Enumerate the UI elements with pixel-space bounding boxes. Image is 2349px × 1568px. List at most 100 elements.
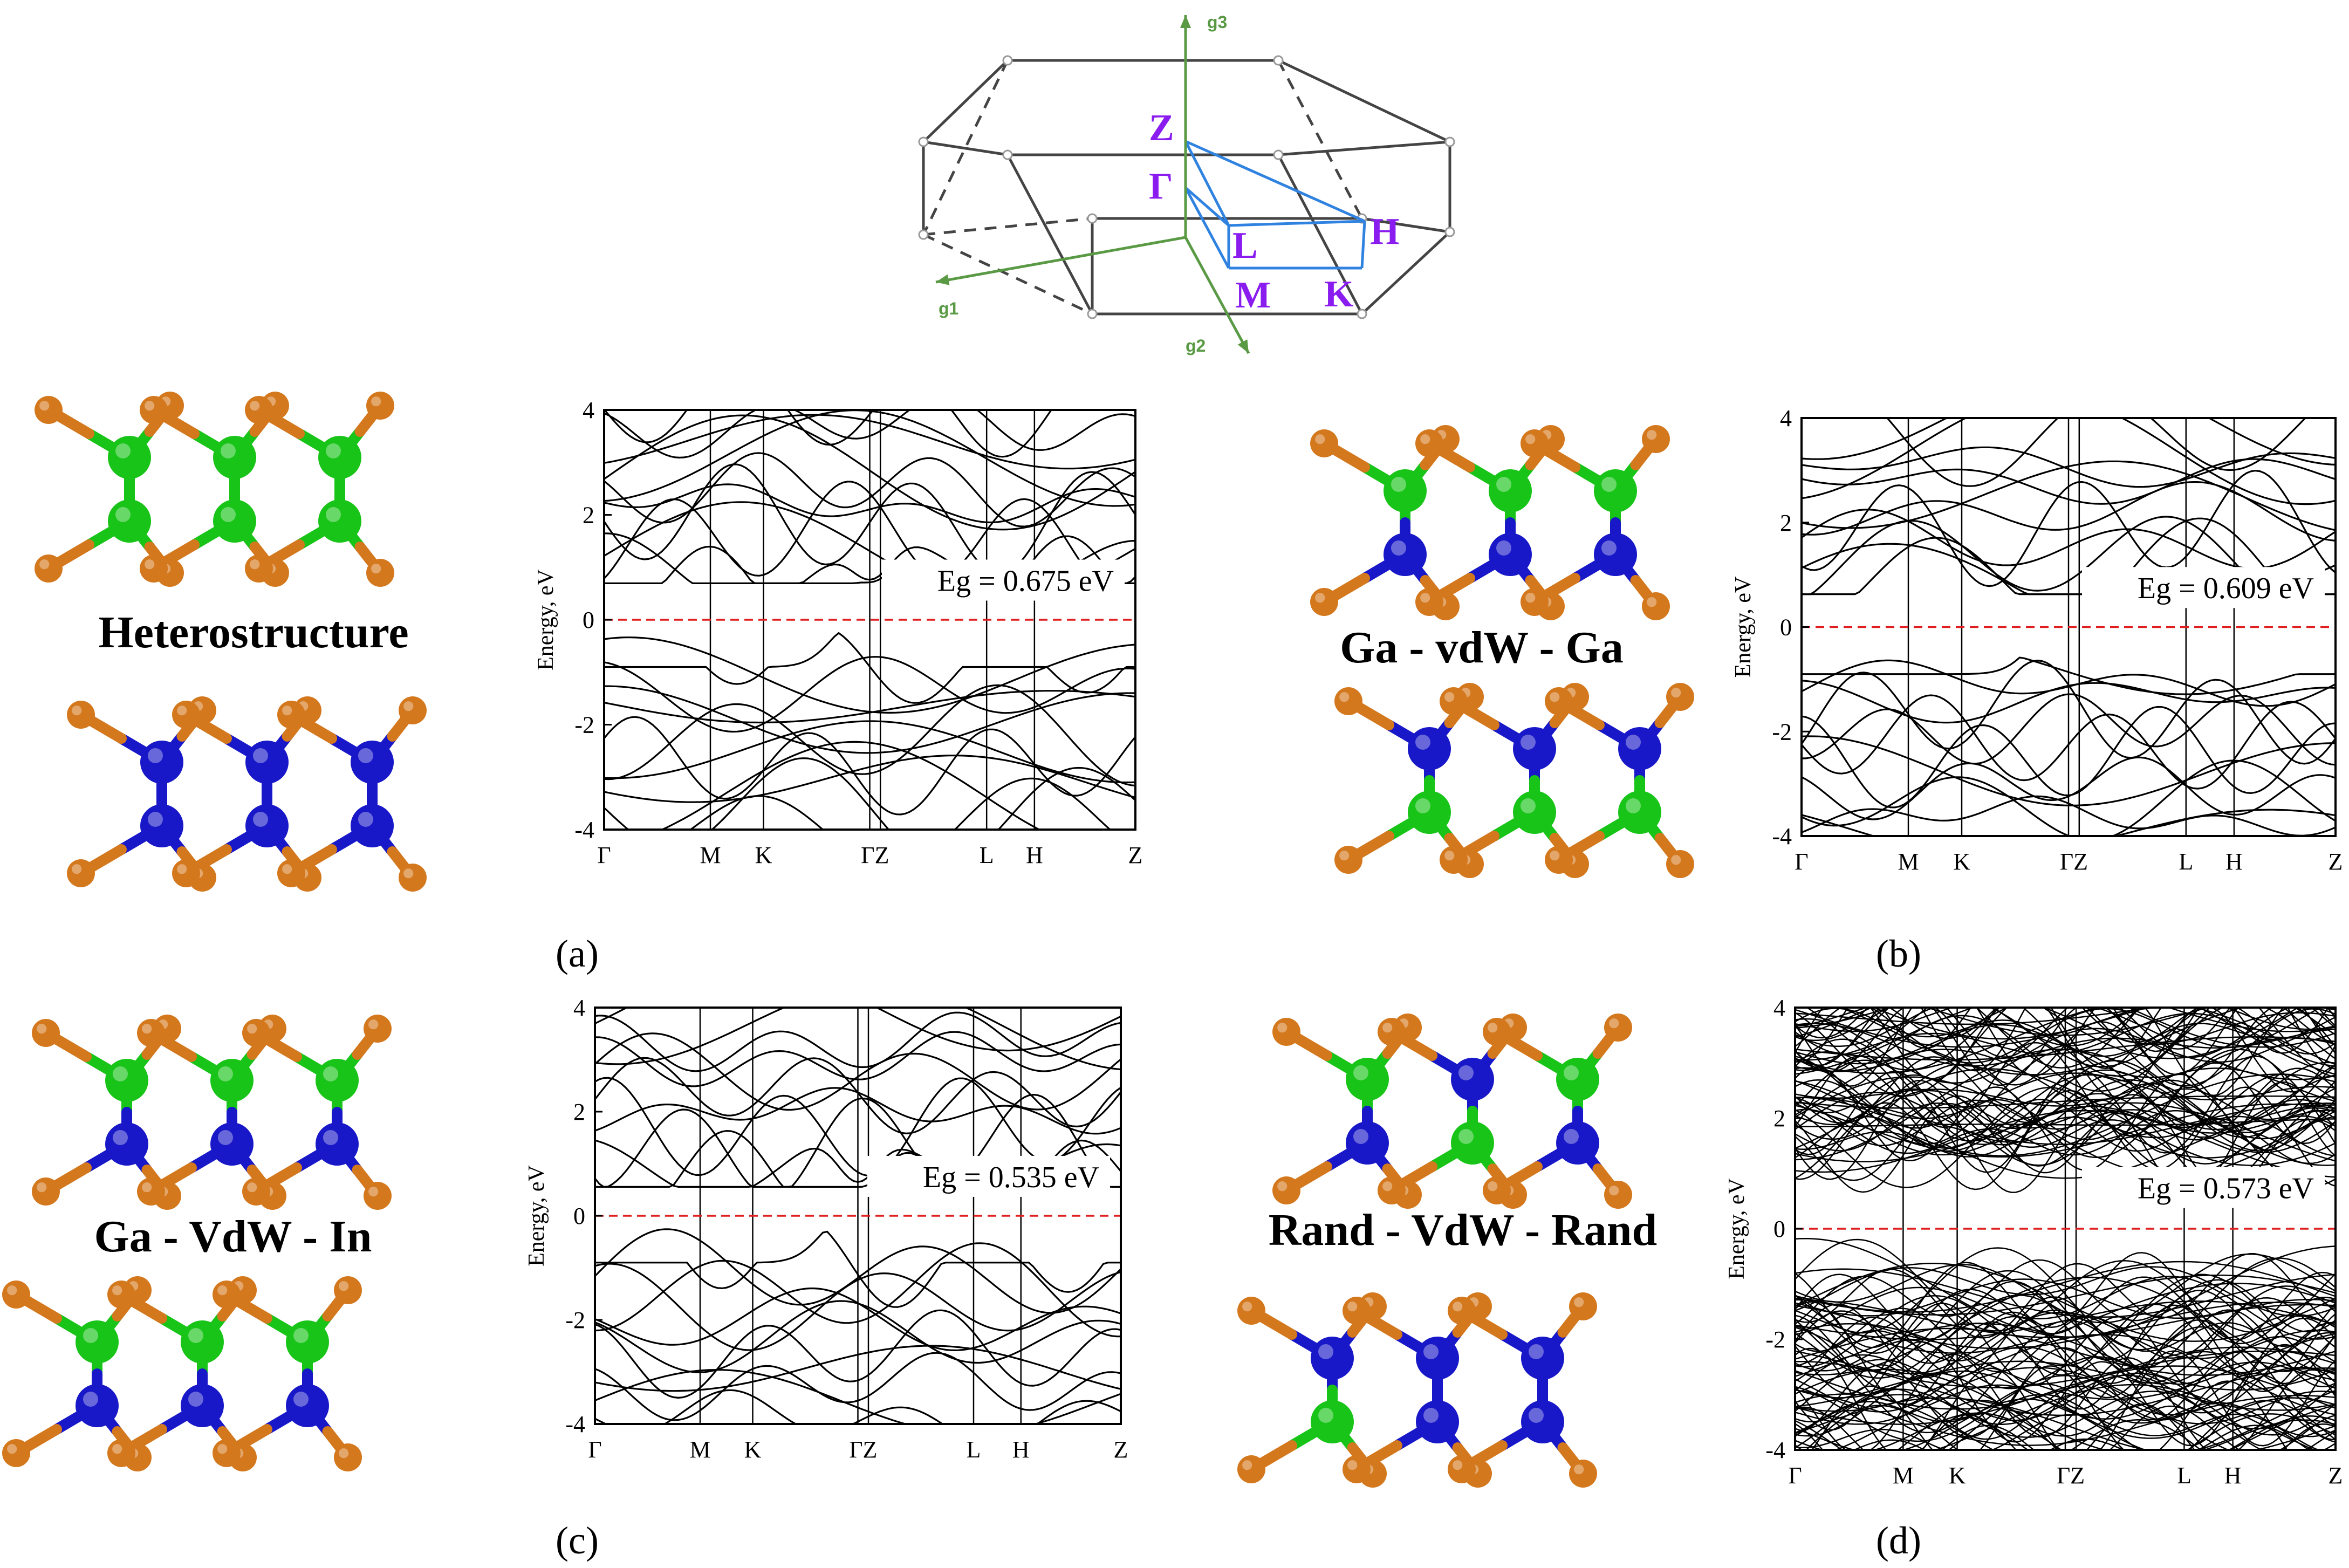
- chalcogen-atom-highlight: [142, 1024, 152, 1034]
- chalcogen-atom: [1378, 1176, 1406, 1204]
- annotation-bg: [2082, 567, 2325, 608]
- g3-axis-arrowhead: [1180, 15, 1191, 28]
- chalcogen-atom-highlight: [217, 1444, 228, 1454]
- chalcogen-atom-highlight: [39, 559, 50, 570]
- chalcogen-atom: [2, 1439, 30, 1467]
- chalcogen-atom: [1310, 429, 1338, 457]
- metal-atom: [108, 499, 151, 543]
- chalcogen-atom-highlight: [339, 1281, 349, 1291]
- metal-atom-highlight: [1529, 1344, 1544, 1359]
- metal-atom-highlight: [1496, 540, 1511, 556]
- chalcogen-atom-highlight: [1525, 593, 1536, 603]
- metal-atom-highlight: [358, 748, 373, 763]
- metal-atom-highlight: [1353, 1129, 1368, 1144]
- x-tick-label: ΓZ: [861, 842, 889, 868]
- chalcogen-atom-highlight: [1574, 1464, 1584, 1475]
- chalcogen-atom-highlight: [1382, 1181, 1393, 1192]
- chalcogen-atom-highlight: [247, 1182, 257, 1193]
- x-tick-label: ΓZ: [2060, 848, 2088, 875]
- y-tick-label: 0: [1773, 1216, 1785, 1242]
- x-tick-label: Γ: [1795, 848, 1808, 875]
- metal-atom-highlight: [1458, 1129, 1474, 1144]
- bz-hidden-edge: [922, 233, 1093, 316]
- chalcogen-atom-highlight: [72, 864, 82, 874]
- chalcogen-atom: [32, 1019, 60, 1047]
- chalcogen-atom-highlight: [72, 706, 82, 716]
- metal-atom-highlight: [1521, 735, 1536, 750]
- chalcogen-atom-highlight: [1444, 692, 1455, 702]
- bz-edge: [922, 59, 1009, 143]
- band-gap-annotation: Eg = 0.609 eV: [2138, 572, 2314, 605]
- y-tick-label: -4: [1772, 823, 1792, 850]
- y-tick-label: 4: [573, 995, 585, 1021]
- chalcogen-atom: [277, 701, 305, 729]
- metal-atom: [318, 499, 361, 543]
- chalcogen-atom: [137, 1177, 165, 1206]
- x-tick-label: Γ: [597, 842, 611, 868]
- bz-hidden-edge: [923, 217, 1093, 236]
- chalcogen-atom-highlight: [7, 1285, 17, 1296]
- chalcogen-atom: [399, 696, 427, 724]
- chalcogen-atom-highlight: [1647, 430, 1657, 440]
- metal-atom: [316, 1122, 359, 1166]
- x-tick-label: ΓZ: [2057, 1462, 2085, 1489]
- metal-atom-highlight: [323, 1130, 338, 1145]
- chalcogen-atom-highlight: [1647, 597, 1657, 607]
- chalcogen-atom: [1604, 1014, 1632, 1042]
- chalcogen-atom-highlight: [1609, 1018, 1619, 1029]
- y-axis-label: Energy, eV: [1724, 1178, 1749, 1279]
- bz-vertex: [918, 136, 929, 147]
- band-line: [689, 777, 1112, 830]
- chalcogen-atom: [1604, 1181, 1632, 1209]
- x-tick-label: H: [2225, 848, 2243, 875]
- metal-atom: [140, 804, 183, 847]
- metal-atom-highlight: [1626, 735, 1641, 750]
- y-tick-label: 4: [583, 397, 594, 423]
- chalcogen-atom: [1569, 1292, 1597, 1320]
- metal-atom-highlight: [1626, 798, 1641, 813]
- metal-atom-highlight: [113, 1130, 128, 1145]
- chalcogen-atom-highlight: [217, 1285, 228, 1296]
- metal-atom-highlight: [1423, 1344, 1439, 1359]
- chalcogen-atom-highlight: [142, 1182, 152, 1193]
- metal-atom: [286, 1384, 329, 1427]
- metal-atom: [1556, 1058, 1599, 1101]
- band-line: [595, 1008, 1121, 1071]
- y-tick-label: -4: [565, 1411, 585, 1437]
- chalcogen-atom-highlight: [1671, 855, 1681, 865]
- metal-atom: [210, 1122, 254, 1166]
- chalcogen-atom: [67, 701, 95, 729]
- metal-atom: [245, 741, 289, 784]
- chalcogen-atom-highlight: [403, 868, 414, 879]
- chalcogen-atom-highlight: [371, 396, 381, 407]
- metal-atom: [1451, 1058, 1494, 1101]
- x-tick-label: M: [1893, 1462, 1914, 1489]
- chalcogen-atom-highlight: [368, 1187, 379, 1197]
- panel-tag-d: (d): [1876, 1519, 1921, 1562]
- chalcogen-atom-highlight: [250, 401, 260, 411]
- metal-atom: [1521, 1337, 1564, 1380]
- bz-edge: [1278, 140, 1450, 156]
- metal-atom: [1416, 1337, 1459, 1380]
- bz-hidden-edge: [922, 59, 1009, 236]
- chalcogen-atom: [277, 859, 305, 887]
- metal-atom: [108, 436, 151, 479]
- metal-atom: [1594, 533, 1637, 576]
- chalcogen-atom-highlight: [1339, 692, 1350, 702]
- metal-atom: [318, 436, 361, 479]
- metal-atom: [1489, 533, 1532, 576]
- chalcogen-atom: [140, 554, 168, 583]
- band-line: [1805, 1008, 2290, 1071]
- chalcogen-atom-highlight: [1242, 1460, 1252, 1470]
- chalcogen-atom-highlight: [1420, 434, 1430, 444]
- x-tick-label: Γ: [588, 1436, 601, 1463]
- chalcogen-atom: [1448, 1455, 1476, 1483]
- metal-atom: [1408, 727, 1451, 770]
- chalcogen-atom: [1521, 429, 1549, 457]
- metal-atom: [105, 1059, 148, 1102]
- chalcogen-atom-highlight: [1347, 1460, 1358, 1470]
- metal-atom: [213, 436, 256, 479]
- x-tick-label: L: [967, 1436, 981, 1463]
- g2-axis: [1184, 236, 1250, 354]
